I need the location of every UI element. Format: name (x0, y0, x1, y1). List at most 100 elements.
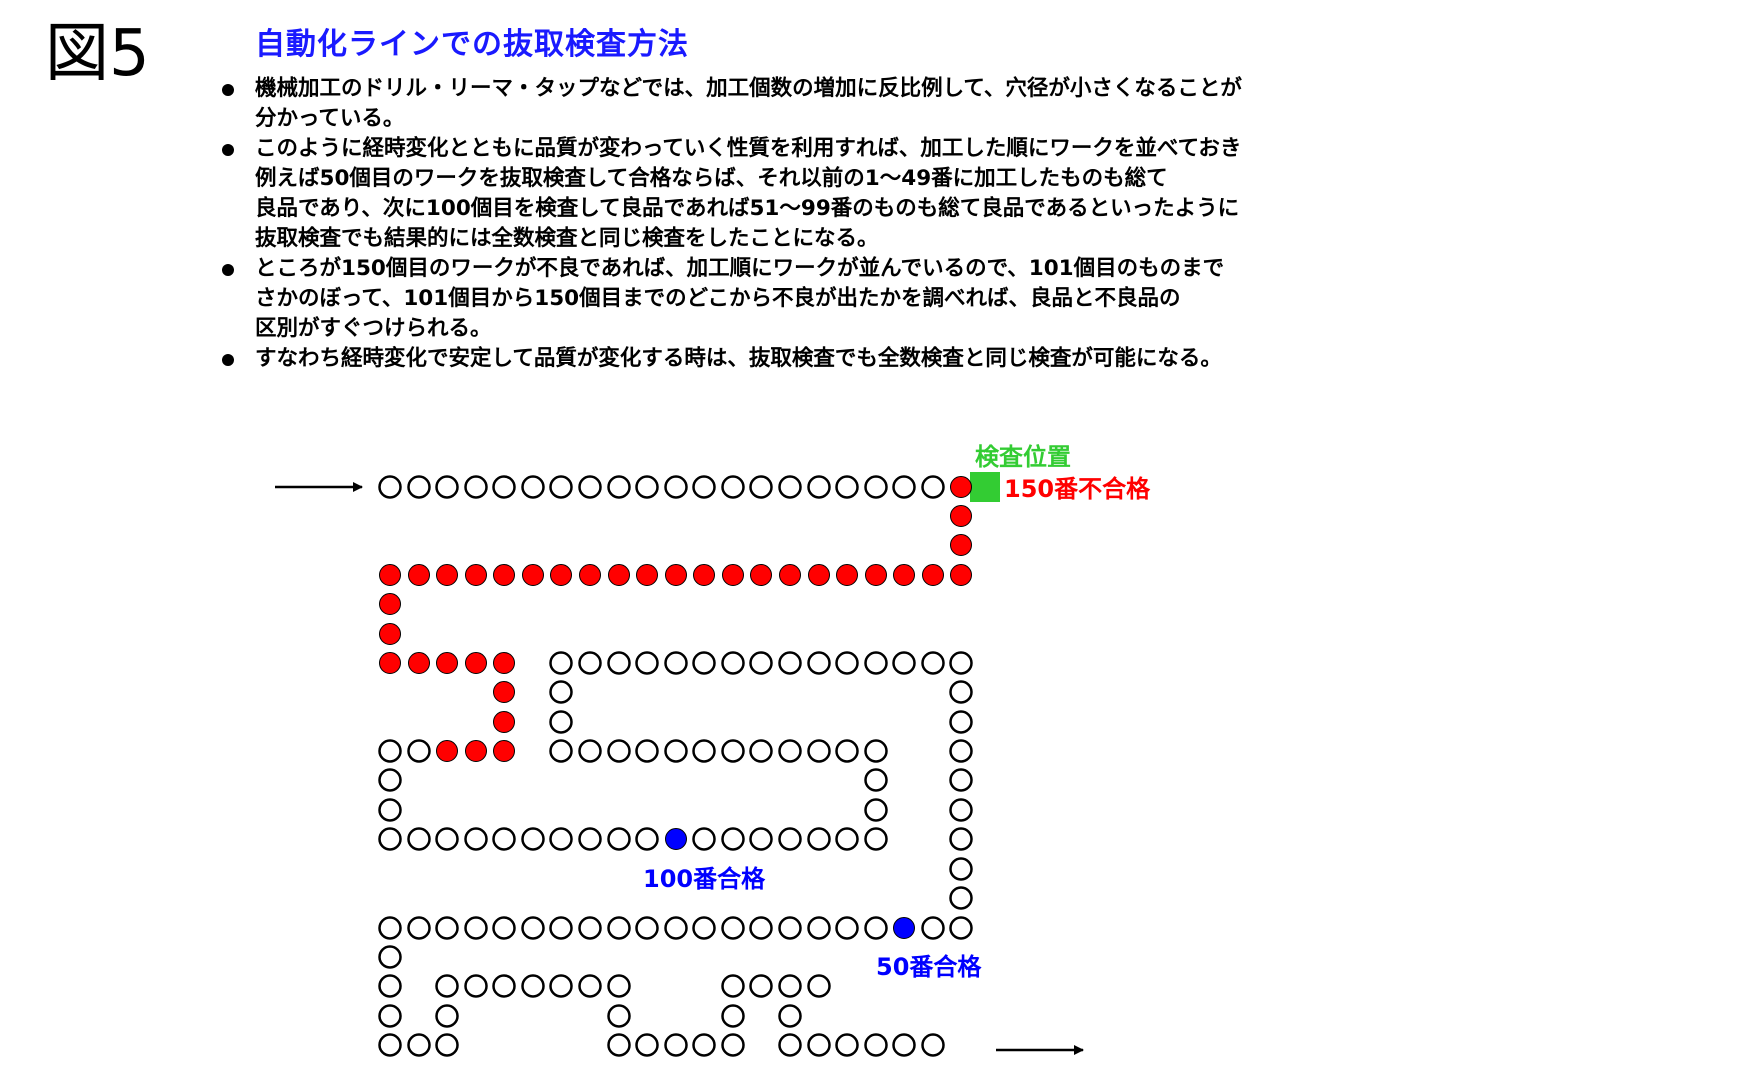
workpiece-dot (949, 857, 973, 881)
workpiece-dot (864, 651, 888, 675)
workpiece-dot (721, 827, 745, 851)
workpiece-dot (778, 739, 802, 763)
defect-workpiece-dot (379, 564, 401, 586)
defect-workpiece-dot (950, 505, 972, 527)
workpiece-dot (692, 651, 716, 675)
workpiece-dot (807, 827, 831, 851)
workpiece-dot (407, 475, 431, 499)
workpiece-dot (578, 916, 602, 940)
workpiece-dot (464, 827, 488, 851)
bullet-line: さかのぼって、101個目から150個目までのどこから不良が出たかを調べれば、良品… (255, 286, 1181, 311)
workpiece-dot (835, 475, 859, 499)
workpiece-dot (864, 1033, 888, 1057)
workpiece-dot (464, 974, 488, 998)
workpiece-dot (949, 886, 973, 910)
workpiece-dot (378, 798, 402, 822)
defect-workpiece-dot (608, 564, 630, 586)
workpiece-dot (378, 768, 402, 792)
defect-workpiece-dot (750, 564, 772, 586)
workpiece-dot (635, 916, 659, 940)
passed-workpiece-dot (893, 917, 915, 939)
defect-workpiece-dot (779, 564, 801, 586)
bullet-line: 区別がすぐつけられる。 (255, 316, 492, 341)
defect-workpiece-dot (465, 740, 487, 762)
workpiece-dot (949, 916, 973, 940)
workpiece-dot (835, 1033, 859, 1057)
workpiece-dot (635, 1033, 659, 1057)
workpiece-dot (864, 916, 888, 940)
bullet-item-2: このように経時変化とともに品質が変わっていく性質を利用すれば、加工した順にワーク… (218, 134, 1718, 254)
defect-workpiece-dot (865, 564, 887, 586)
workpiece-dot (835, 827, 859, 851)
workpiece-dot (835, 916, 859, 940)
workpiece-dot (721, 739, 745, 763)
defect-workpiece-dot (493, 711, 515, 733)
inspection-position-marker (970, 472, 1000, 502)
defect-workpiece-dot (379, 623, 401, 645)
bullet-list: 機械加工のドリル・リーマ・タップなどでは、加工個数の増加に反比例して、穴径が小さ… (218, 74, 1718, 374)
workpiece-dot (607, 1033, 631, 1057)
page-title: 自動化ラインでの抜取検査方法 (255, 27, 689, 62)
workpiece-dot (921, 1033, 945, 1057)
workpiece-dot (864, 798, 888, 822)
workpiece-dot (664, 1033, 688, 1057)
defect-workpiece-dot (493, 681, 515, 703)
workpiece-dot (664, 739, 688, 763)
defect-workpiece-dot (636, 564, 658, 586)
defect-workpiece-dot (465, 652, 487, 674)
workpiece-dot (378, 475, 402, 499)
defect-workpiece-dot (436, 740, 458, 762)
bullet-line: 分かっている。 (255, 106, 405, 131)
workpiece-dot (635, 475, 659, 499)
workpiece-dot (664, 651, 688, 675)
defect-workpiece-dot (922, 564, 944, 586)
workpiece-dot (464, 475, 488, 499)
defect-workpiece-dot (379, 593, 401, 615)
workpiece-dot (692, 916, 716, 940)
workpiece-dot (521, 475, 545, 499)
workpiece-dot (492, 827, 516, 851)
workpiece-dot (407, 827, 431, 851)
workpiece-dot (749, 916, 773, 940)
workpiece-dot (778, 827, 802, 851)
workpiece-dot (921, 916, 945, 940)
workpiece-dot (435, 475, 459, 499)
workpiece-dot (807, 974, 831, 998)
workpiece-dot (435, 916, 459, 940)
workpiece-dot (749, 475, 773, 499)
workpiece-dot (492, 916, 516, 940)
bullet-line: ところが150個目のワークが不良であれば、加工順にワークが並んでいるので、101… (255, 256, 1225, 281)
workpiece-dot (807, 651, 831, 675)
no100-label: 100番合格 (643, 865, 766, 893)
bullet-dot-icon (222, 354, 234, 366)
workpiece-dot (807, 475, 831, 499)
workpiece-dot (949, 680, 973, 704)
workpiece-dot (607, 739, 631, 763)
workpiece-dots (378, 475, 973, 1057)
workpiece-dot (407, 1033, 431, 1057)
workpiece-dot (835, 651, 859, 675)
workpiece-dot (721, 475, 745, 499)
workpiece-dot (864, 739, 888, 763)
workpiece-dot (635, 651, 659, 675)
workpiece-dot (721, 651, 745, 675)
workpiece-dot (521, 916, 545, 940)
workpiece-dot (607, 475, 631, 499)
defect-workpiece-dot (493, 652, 515, 674)
inspection-position-label: 検査位置 (975, 443, 1071, 471)
workpiece-dot (578, 651, 602, 675)
workpiece-dot (692, 739, 716, 763)
defect-workpiece-dot (579, 564, 601, 586)
workpiece-dot (835, 739, 859, 763)
defect-workpiece-dot (722, 564, 744, 586)
workpiece-dot (892, 651, 916, 675)
workpiece-dot (578, 827, 602, 851)
defect-workpiece-dot (522, 564, 544, 586)
bullet-line: すなわち経時変化で安定して品質が変化する時は、抜取検査でも全数検査と同じ検査が可… (255, 346, 1222, 371)
workpiece-dot (664, 475, 688, 499)
workpiece-dot (378, 974, 402, 998)
bullet-item-4: すなわち経時変化で安定して品質が変化する時は、抜取検査でも全数検査と同じ検査が可… (218, 344, 1718, 374)
defect-workpiece-dot (950, 476, 972, 498)
workpiece-dot (692, 1033, 716, 1057)
workpiece-dot (778, 916, 802, 940)
